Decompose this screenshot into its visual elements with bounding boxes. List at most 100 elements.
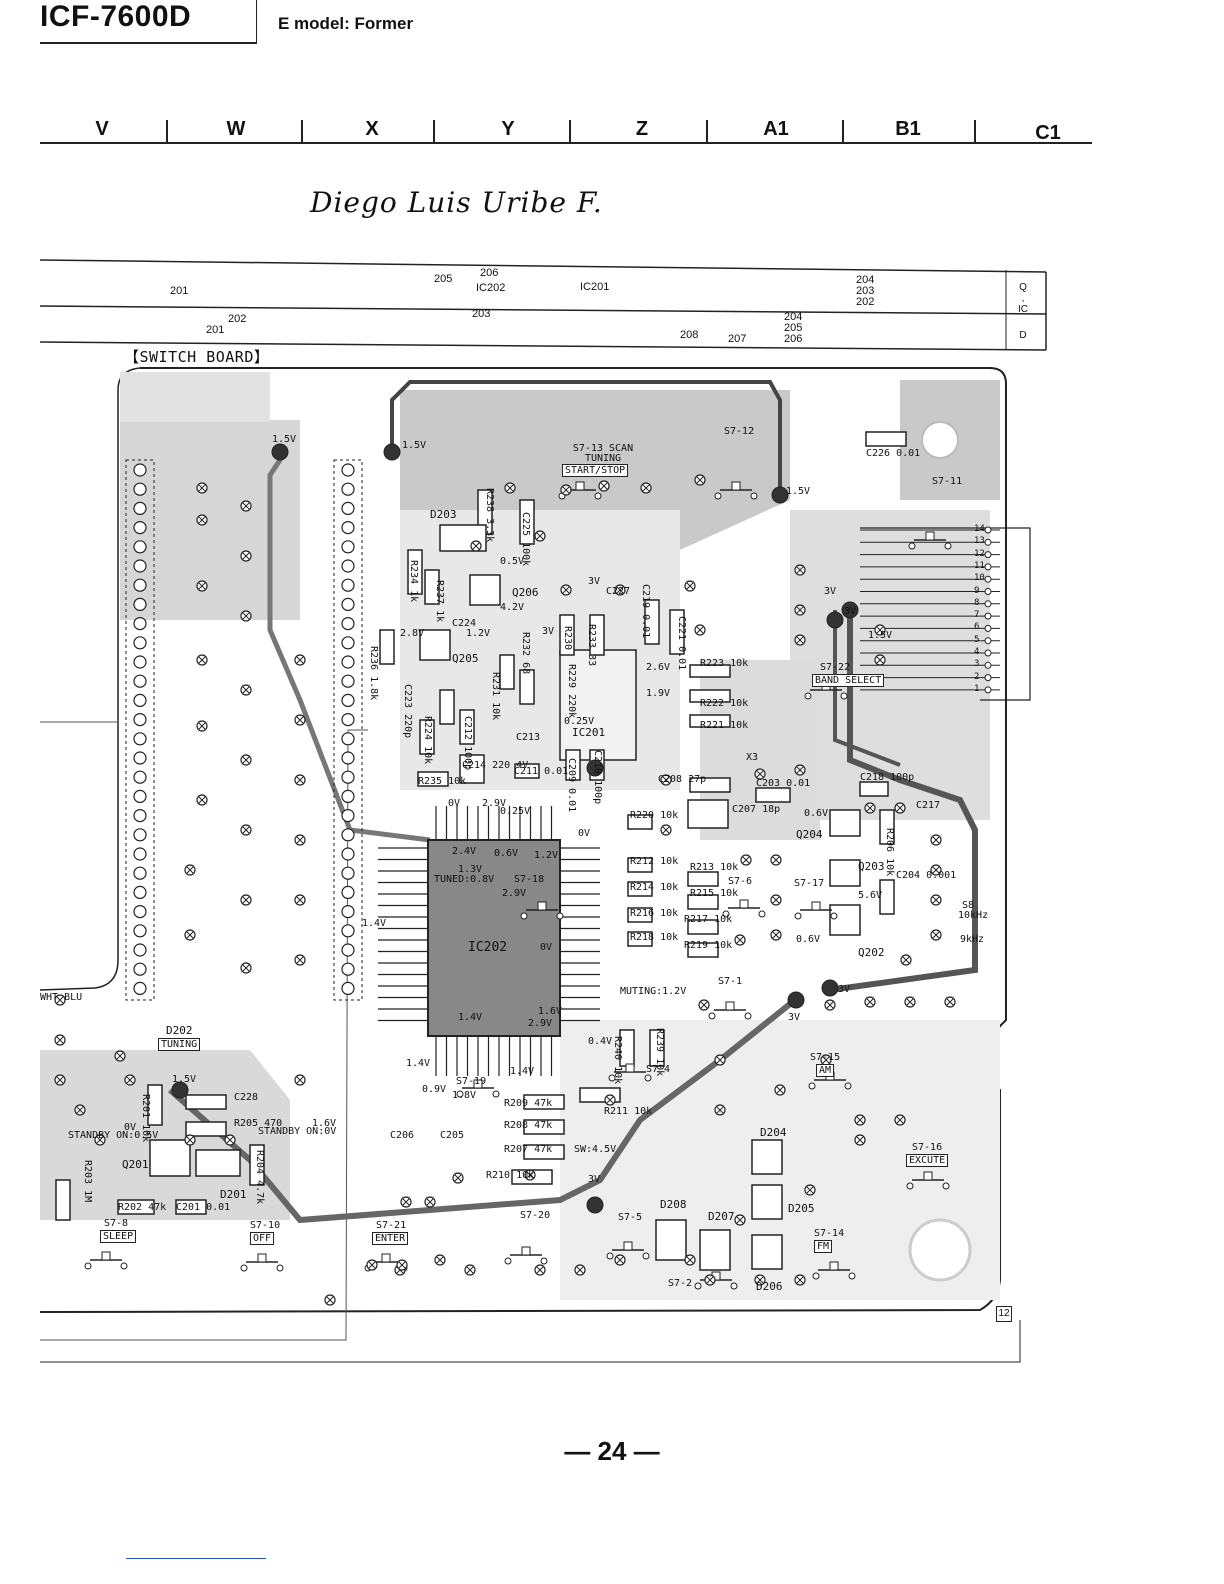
connector-pad bbox=[133, 713, 147, 727]
c228-label: C228 bbox=[234, 1092, 259, 1103]
c225-label: C225 100k bbox=[520, 512, 531, 567]
column-rule bbox=[40, 142, 1092, 144]
connector-pad bbox=[341, 463, 355, 477]
voltage-label: 1.4V bbox=[458, 1012, 483, 1023]
r203-label: R203 1M bbox=[82, 1160, 93, 1203]
fm-label: FM bbox=[814, 1240, 833, 1253]
connector-pad bbox=[984, 600, 992, 608]
ref-q-ic202: IC202 bbox=[476, 282, 506, 294]
ref-d-201: 201 bbox=[206, 324, 225, 336]
connector-pad bbox=[984, 538, 992, 546]
ref-d-203: 203 bbox=[472, 308, 491, 320]
enter-label: ENTER bbox=[372, 1232, 409, 1245]
start-stop-label: START/STOP bbox=[562, 464, 629, 477]
connector-pad bbox=[341, 770, 355, 784]
r235-label: R235 10k bbox=[418, 776, 467, 787]
connector-pin-number: 9 bbox=[974, 585, 980, 596]
ref-q-206: 206 bbox=[480, 267, 499, 279]
switch-actuator bbox=[925, 531, 935, 541]
switch-actuator bbox=[521, 1246, 531, 1256]
s7-17-label: S7-17 bbox=[794, 878, 825, 889]
c204-label: C204 0.001 bbox=[896, 870, 957, 881]
voltage-label: 1.9V bbox=[646, 688, 671, 699]
connector-pad bbox=[133, 521, 147, 535]
footer-rule bbox=[126, 1558, 266, 1559]
q203-label: Q203 bbox=[858, 860, 885, 873]
connector-pad bbox=[133, 770, 147, 784]
r212-label: R212 10k bbox=[630, 856, 679, 867]
c209-label: C209 0.01 bbox=[566, 758, 577, 813]
r219-label: R219 10k bbox=[684, 940, 733, 951]
r231-label: R231 10k bbox=[490, 672, 501, 721]
board-tag: 12 bbox=[996, 1306, 1012, 1322]
d204-label: D204 bbox=[760, 1126, 787, 1139]
r240-label: R240 10k bbox=[612, 1036, 623, 1085]
semiconductors bbox=[149, 524, 861, 1271]
voltage-label: 0V bbox=[124, 1122, 137, 1133]
voltage-label: 0V bbox=[540, 942, 553, 953]
s8-label: S8 bbox=[962, 900, 975, 911]
chassis-line bbox=[40, 729, 368, 1341]
tuning-label: TUNING bbox=[158, 1038, 201, 1051]
voltage-label: 0.6V bbox=[804, 808, 829, 819]
connector-pad bbox=[133, 847, 147, 861]
10khz-label: 10kHz bbox=[958, 910, 989, 921]
connector-pad bbox=[133, 636, 147, 650]
r223-label: R223 10k bbox=[700, 658, 749, 669]
c226-label: C226 0.01 bbox=[866, 448, 921, 459]
r230-label: R230 bbox=[562, 626, 573, 651]
voltage-label: 5.6V bbox=[858, 890, 883, 901]
r210-label: R210 10k bbox=[486, 1170, 535, 1181]
c218-label: C218 100p bbox=[860, 772, 915, 783]
r224-label: R224 10k bbox=[422, 716, 433, 765]
c223-label: C223 220p bbox=[402, 684, 413, 739]
left-connector bbox=[125, 459, 363, 1001]
switch-actuator bbox=[725, 1001, 735, 1011]
s7-4-label: S7-4 bbox=[646, 1064, 671, 1075]
am-label: AM bbox=[816, 1064, 835, 1077]
column-tick bbox=[301, 120, 303, 142]
q204-label: Q204 bbox=[796, 828, 823, 841]
c224-label: C224 bbox=[452, 618, 477, 629]
ic201-label: IC201 bbox=[572, 726, 606, 739]
voltage-label: 1.4V bbox=[510, 1066, 535, 1077]
connector-pad bbox=[133, 559, 147, 573]
voltage-label: 2.9V bbox=[528, 1018, 553, 1029]
off-label: OFF bbox=[250, 1232, 275, 1245]
c211-label: C211 0.01 bbox=[514, 766, 569, 777]
connector-pin-number: 7 bbox=[974, 610, 980, 621]
wire-color-label: WHT BLU bbox=[40, 992, 83, 1003]
connector-pad bbox=[341, 828, 355, 842]
ref-side-q-ic: Q , IC bbox=[1018, 282, 1028, 315]
column-label-x: X bbox=[365, 118, 379, 140]
connector-pad bbox=[341, 540, 355, 554]
connector-pad bbox=[984, 686, 992, 694]
voltage-label: 1.3V bbox=[458, 864, 483, 875]
outer-frame bbox=[40, 1320, 1021, 1363]
c213-label: C213 bbox=[516, 732, 541, 743]
column-label-a1: A1 bbox=[763, 118, 789, 140]
q206-label: Q206 bbox=[512, 586, 539, 599]
c207-label: C207 18p bbox=[732, 804, 781, 815]
voltage-label: 0.25V bbox=[500, 806, 531, 817]
connector-pad bbox=[984, 588, 992, 595]
switch-actuator bbox=[537, 901, 547, 911]
connector-pad bbox=[133, 578, 147, 592]
switch-actuator bbox=[829, 1261, 839, 1271]
s7-2-label: S7-2 bbox=[668, 1278, 693, 1289]
c221-label: C221 0.01 bbox=[676, 616, 687, 671]
connector-pad bbox=[341, 501, 355, 515]
connector-pad bbox=[341, 617, 355, 631]
voltage-label: 2.4V bbox=[452, 846, 477, 857]
column-label-b1: B1 bbox=[895, 118, 921, 140]
connector-pad bbox=[984, 612, 992, 620]
s7-6-label: S7-6 bbox=[728, 876, 753, 887]
voltage-label: 1.6V bbox=[312, 1118, 337, 1129]
ic202-pins bbox=[378, 806, 600, 1076]
column-label-y: Y bbox=[501, 118, 515, 140]
x3-label: X3 bbox=[746, 752, 759, 763]
r216-label: R216 10k bbox=[630, 908, 679, 919]
connector-pad bbox=[341, 809, 355, 823]
connector-pad bbox=[133, 540, 147, 554]
r201-label: R201 10k bbox=[140, 1094, 151, 1143]
